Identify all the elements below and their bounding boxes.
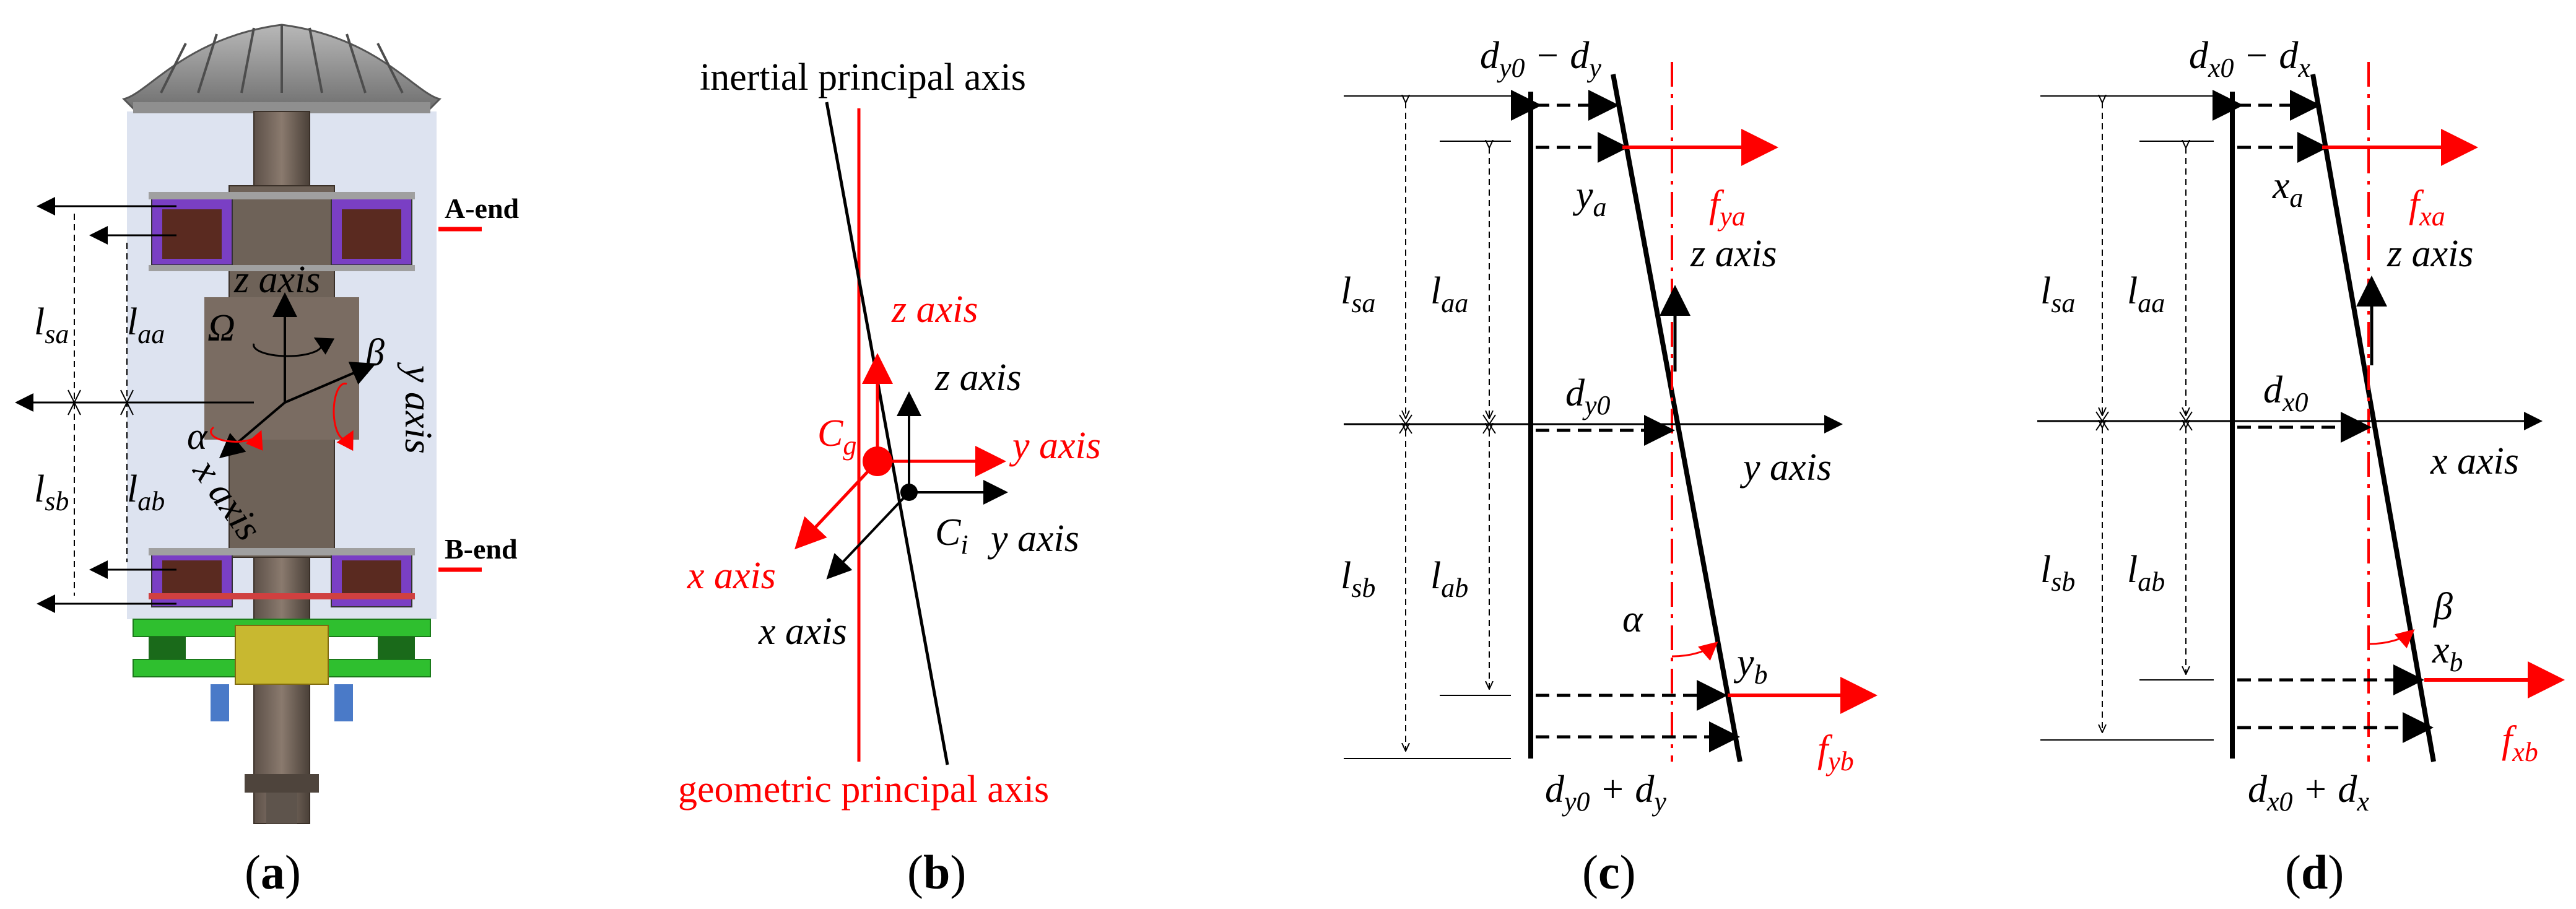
d-x-axis-label: x axis — [2430, 440, 2519, 482]
cg-point — [863, 446, 892, 476]
caption-b: (b) — [907, 845, 966, 899]
panel-a-rotor-model: A-end B-end lsa laa lsb lab z axis y axi… — [14, 24, 520, 899]
panel-d-x-direction: x axis lsa laa lsb lab fxa fxb z axis xa… — [2037, 35, 2565, 899]
c-lsb-label: lsb — [1341, 555, 1375, 603]
d-fxb-label: fxb — [2502, 719, 2538, 767]
x-axis-red-label: x axis — [687, 555, 776, 597]
c-dy0-mid-label: dy0 — [1565, 372, 1611, 420]
a-end-magnetic-bearing — [149, 192, 415, 271]
d-fxa-label: fxa — [2409, 183, 2445, 232]
c-yb-label: yb — [1733, 642, 1768, 690]
c-top-label: dy0 − dy — [1480, 35, 1601, 83]
c-z-axis-label: z axis — [1690, 233, 1777, 275]
c-alpha-label: α — [1622, 598, 1643, 640]
caption-a: (a) — [245, 845, 301, 899]
a-end-label: A-end — [445, 193, 520, 224]
thrust-bearing — [133, 619, 431, 721]
c-rotor-axis — [1611, 74, 1743, 762]
a-y-axis-label: y axis — [397, 362, 439, 454]
c-ya-label: ya — [1572, 174, 1607, 222]
lab-label: lab — [127, 468, 165, 516]
z-axis-red-label: z axis — [891, 289, 978, 331]
y-axis-red-label: y axis — [1009, 425, 1101, 467]
alpha-label-a: α — [187, 415, 208, 458]
laa-label: laa — [127, 301, 165, 349]
lsb-label: lsb — [34, 468, 69, 516]
d-top-label: dx0 − dx — [2189, 35, 2310, 83]
panel-b-principal-axes: inertial principal axis geometric princi… — [678, 56, 1101, 899]
c-fyb-label: fyb — [1817, 728, 1854, 776]
c-lab-label: lab — [1430, 555, 1468, 603]
ci-label: Ci — [935, 511, 968, 560]
y-axis-black-label: y axis — [987, 518, 1079, 560]
d-lab-label: lab — [2127, 549, 2165, 597]
turbine-wheel — [122, 24, 442, 113]
b-end-label: B-end — [445, 533, 518, 565]
lsa-label: lsa — [34, 301, 69, 349]
ci-point — [900, 484, 918, 501]
omega-label: Ω — [207, 307, 235, 349]
beta-label-a: β — [365, 332, 385, 374]
d-z-axis-label: z axis — [2387, 233, 2474, 275]
caption-d: (d) — [2285, 845, 2344, 899]
inertial-axis-label: inertial principal axis — [700, 56, 1026, 98]
d-dx0-mid-label: dx0 — [2263, 369, 2308, 417]
d-xa-label: xa — [2272, 165, 2304, 213]
d-beta-label: β — [2433, 586, 2453, 628]
caption-c: (c) — [1582, 845, 1636, 899]
c-y-axis-label: y axis — [1739, 446, 1832, 489]
panel-c-y-direction: y axis lsa laa lsb lab fya fyb z axis ya… — [1341, 35, 1878, 899]
d-rotor-axis — [2310, 74, 2436, 762]
d-xb-label: xb — [2432, 629, 2463, 677]
cg-label: Cg — [817, 412, 856, 461]
geometric-axis-label: geometric principal axis — [678, 768, 1049, 811]
d-lsa-label: lsa — [2040, 270, 2075, 318]
c-laa-label: laa — [1430, 270, 1468, 318]
b-end-magnetic-bearing — [149, 548, 415, 607]
c-fya-label: fya — [1709, 183, 1746, 232]
d-lsb-label: lsb — [2040, 549, 2075, 597]
c-lsa-label: lsa — [1341, 270, 1375, 318]
d-laa-label: laa — [2127, 270, 2165, 318]
d-bottom-label: dx0 + dx — [2248, 768, 2369, 817]
x-axis-black-label: x axis — [758, 611, 847, 653]
z-axis-black-label: z axis — [934, 357, 1022, 399]
a-z-axis-label: z axis — [233, 259, 321, 301]
c-bottom-label: dy0 + dy — [1545, 768, 1666, 817]
inertial-principal-axis-line — [825, 102, 949, 765]
